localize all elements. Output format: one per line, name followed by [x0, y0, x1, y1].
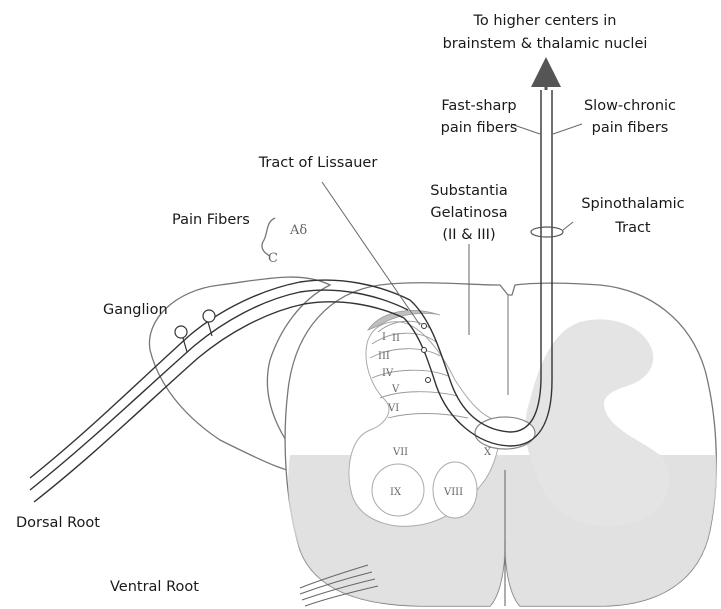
- substantia-label-line3: (II & III): [442, 227, 495, 243]
- spinothalamic-label-line2: Tract: [614, 220, 651, 236]
- ganglion-label: Ganglion: [103, 302, 168, 318]
- lamina-label-ii: II: [392, 333, 400, 344]
- lamina-label-x: X: [484, 447, 492, 458]
- substantia-label-line1: Substantia: [430, 183, 508, 199]
- a-delta-fiber-label: Aδ: [289, 223, 307, 238]
- higher-centers-label-line1: To higher centers in: [472, 13, 616, 29]
- pain-fibers-label: Pain Fibers: [172, 212, 250, 228]
- lamina-label-i: I: [382, 332, 386, 343]
- substantia-label-line2: Gelatinosa: [430, 205, 507, 221]
- lamina-label-viii: VIII: [443, 487, 463, 498]
- dorsal-root-label: Dorsal Root: [16, 515, 100, 531]
- spinothalamic-tract-marker: [531, 227, 563, 237]
- ventral-root-label: Ventral Root: [110, 579, 199, 595]
- tract-of-lissauer-label: Tract of Lissauer: [258, 155, 378, 171]
- slow-chronic-label-line1: Slow-chronic: [584, 98, 676, 114]
- fast-sharp-label-line1: Fast-sharp: [441, 98, 516, 114]
- lamina-label-vii: VII: [392, 447, 408, 458]
- lamina-label-iii: III: [378, 351, 390, 362]
- lamina-label-iv: IV: [382, 368, 394, 379]
- lamina-x-region: [475, 417, 535, 449]
- slow-chronic-label-line2: pain fibers: [592, 120, 669, 136]
- spinothalamic-label-line1: Spinothalamic: [581, 196, 684, 212]
- c-fiber-label: C: [268, 251, 278, 266]
- lamina-label-ix: IX: [390, 487, 402, 498]
- fast-sharp-label-line2: pain fibers: [441, 120, 518, 136]
- lamina-label-v: V: [391, 384, 400, 395]
- higher-centers-label-line2: brainstem & thalamic nuclei: [443, 36, 648, 52]
- lamina-label-vi: VI: [387, 403, 399, 414]
